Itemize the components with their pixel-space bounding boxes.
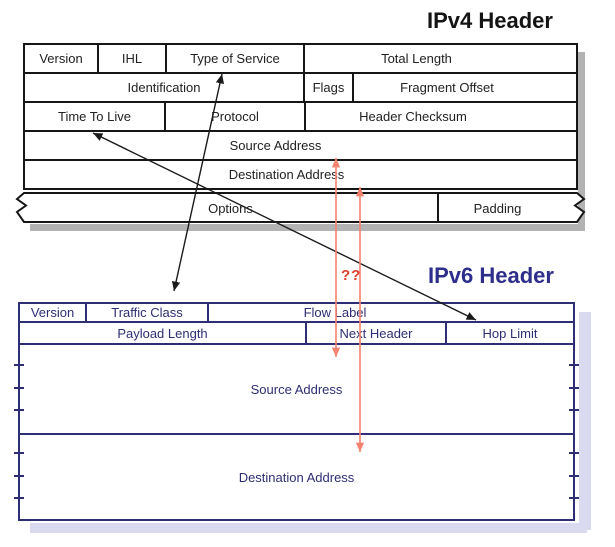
tick-mark — [569, 387, 579, 389]
ipv4-field-version: Version — [39, 51, 83, 66]
ipv6-field-hop-limit: Hop Limit — [445, 323, 573, 343]
ipv4-header-table: Version IHL Type of Service Total Length… — [23, 43, 578, 190]
ipv4-field-time-to-live: Time To Live — [58, 109, 131, 124]
tick-mark — [14, 452, 24, 454]
ipv4-field-type-of-service: Type of Service — [165, 45, 303, 72]
ipv4-row-3: Time To Live Protocol Header Checksum — [25, 103, 576, 132]
ipv4-row-4: Source Address — [25, 132, 576, 161]
ipv4-field-padding: Padding — [473, 201, 522, 216]
ipv4-field-header-checksum: Header Checksum — [304, 103, 576, 130]
ipv4-row-5: Destination Address — [25, 161, 576, 188]
tick-mark — [569, 497, 579, 499]
ipv6-shadow-bottom — [30, 523, 587, 533]
ipv6-field-traffic-class: Traffic Class — [85, 304, 207, 321]
ipv4-field-destination-address: Destination Address — [228, 167, 345, 182]
ipv4-row-1: Version IHL Type of Service Total Length — [25, 45, 576, 74]
tick-mark — [569, 364, 579, 366]
ipv6-field-payload-length: Payload Length — [117, 325, 208, 341]
tick-mark — [14, 409, 24, 411]
tick-mark — [569, 475, 579, 477]
ipv6-field-next-header: Next Header — [305, 323, 445, 343]
ipv4-field-identification: Identification — [127, 80, 201, 95]
tick-mark — [569, 409, 579, 411]
ipv6-shadow-right — [579, 312, 591, 530]
ipv6-header-table: Version Traffic Class Flow Label Payload… — [18, 302, 575, 521]
ipv6-row-2: Payload Length Next Header Hop Limit — [20, 323, 573, 345]
ipv4-field-total-length: Total Length — [303, 45, 576, 72]
ipv4-field-protocol: Protocol — [164, 103, 304, 130]
ipv4-shadow-right — [578, 52, 585, 231]
ipv6-field-destination-address: Destination Address — [238, 469, 355, 485]
tick-mark — [569, 452, 579, 454]
ipv6-field-flow-label: Flow Label — [207, 304, 573, 321]
tick-mark — [14, 364, 24, 366]
tick-mark — [14, 497, 24, 499]
ipv6-field-version: Version — [30, 305, 75, 320]
ipv6-row-1: Version Traffic Class Flow Label — [20, 304, 573, 323]
ipv4-field-options: Options — [208, 201, 253, 216]
ipv4-field-ihl: IHL — [97, 45, 165, 72]
ipv4-title: IPv4 Header — [427, 8, 553, 33]
ipv6-field-source-address: Source Address — [20, 345, 573, 435]
tick-mark — [14, 387, 24, 389]
ipv4-field-flags: Flags — [303, 74, 352, 101]
ipv6-title: IPv6 Header — [428, 263, 554, 288]
ipv4-row-2: Identification Flags Fragment Offset — [25, 74, 576, 103]
ipv4-field-fragment-offset: Fragment Offset — [352, 74, 576, 101]
ipv4-field-source-address: Source Address — [229, 138, 322, 153]
uncertainty-question-marks: ?? — [341, 267, 362, 284]
tick-mark — [14, 475, 24, 477]
